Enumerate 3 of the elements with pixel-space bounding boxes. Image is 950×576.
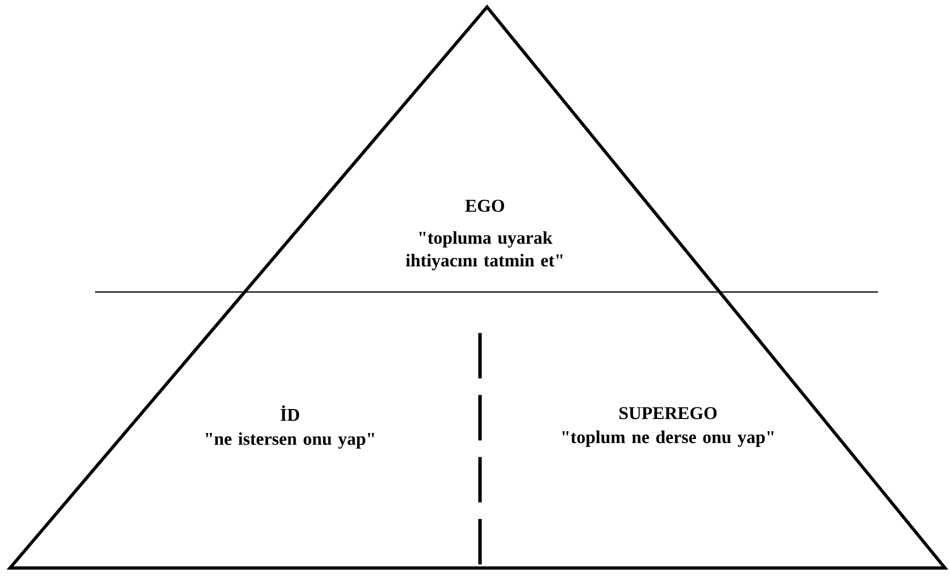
- region-label: SUPEREGO "toplum ne derse onu yap": [562, 407, 774, 447]
- region-label: İD "ne istersen onu yap": [206, 405, 374, 449]
- region-label: EGO "topluma uyarak ihtiyacını tatmin et": [406, 200, 562, 270]
